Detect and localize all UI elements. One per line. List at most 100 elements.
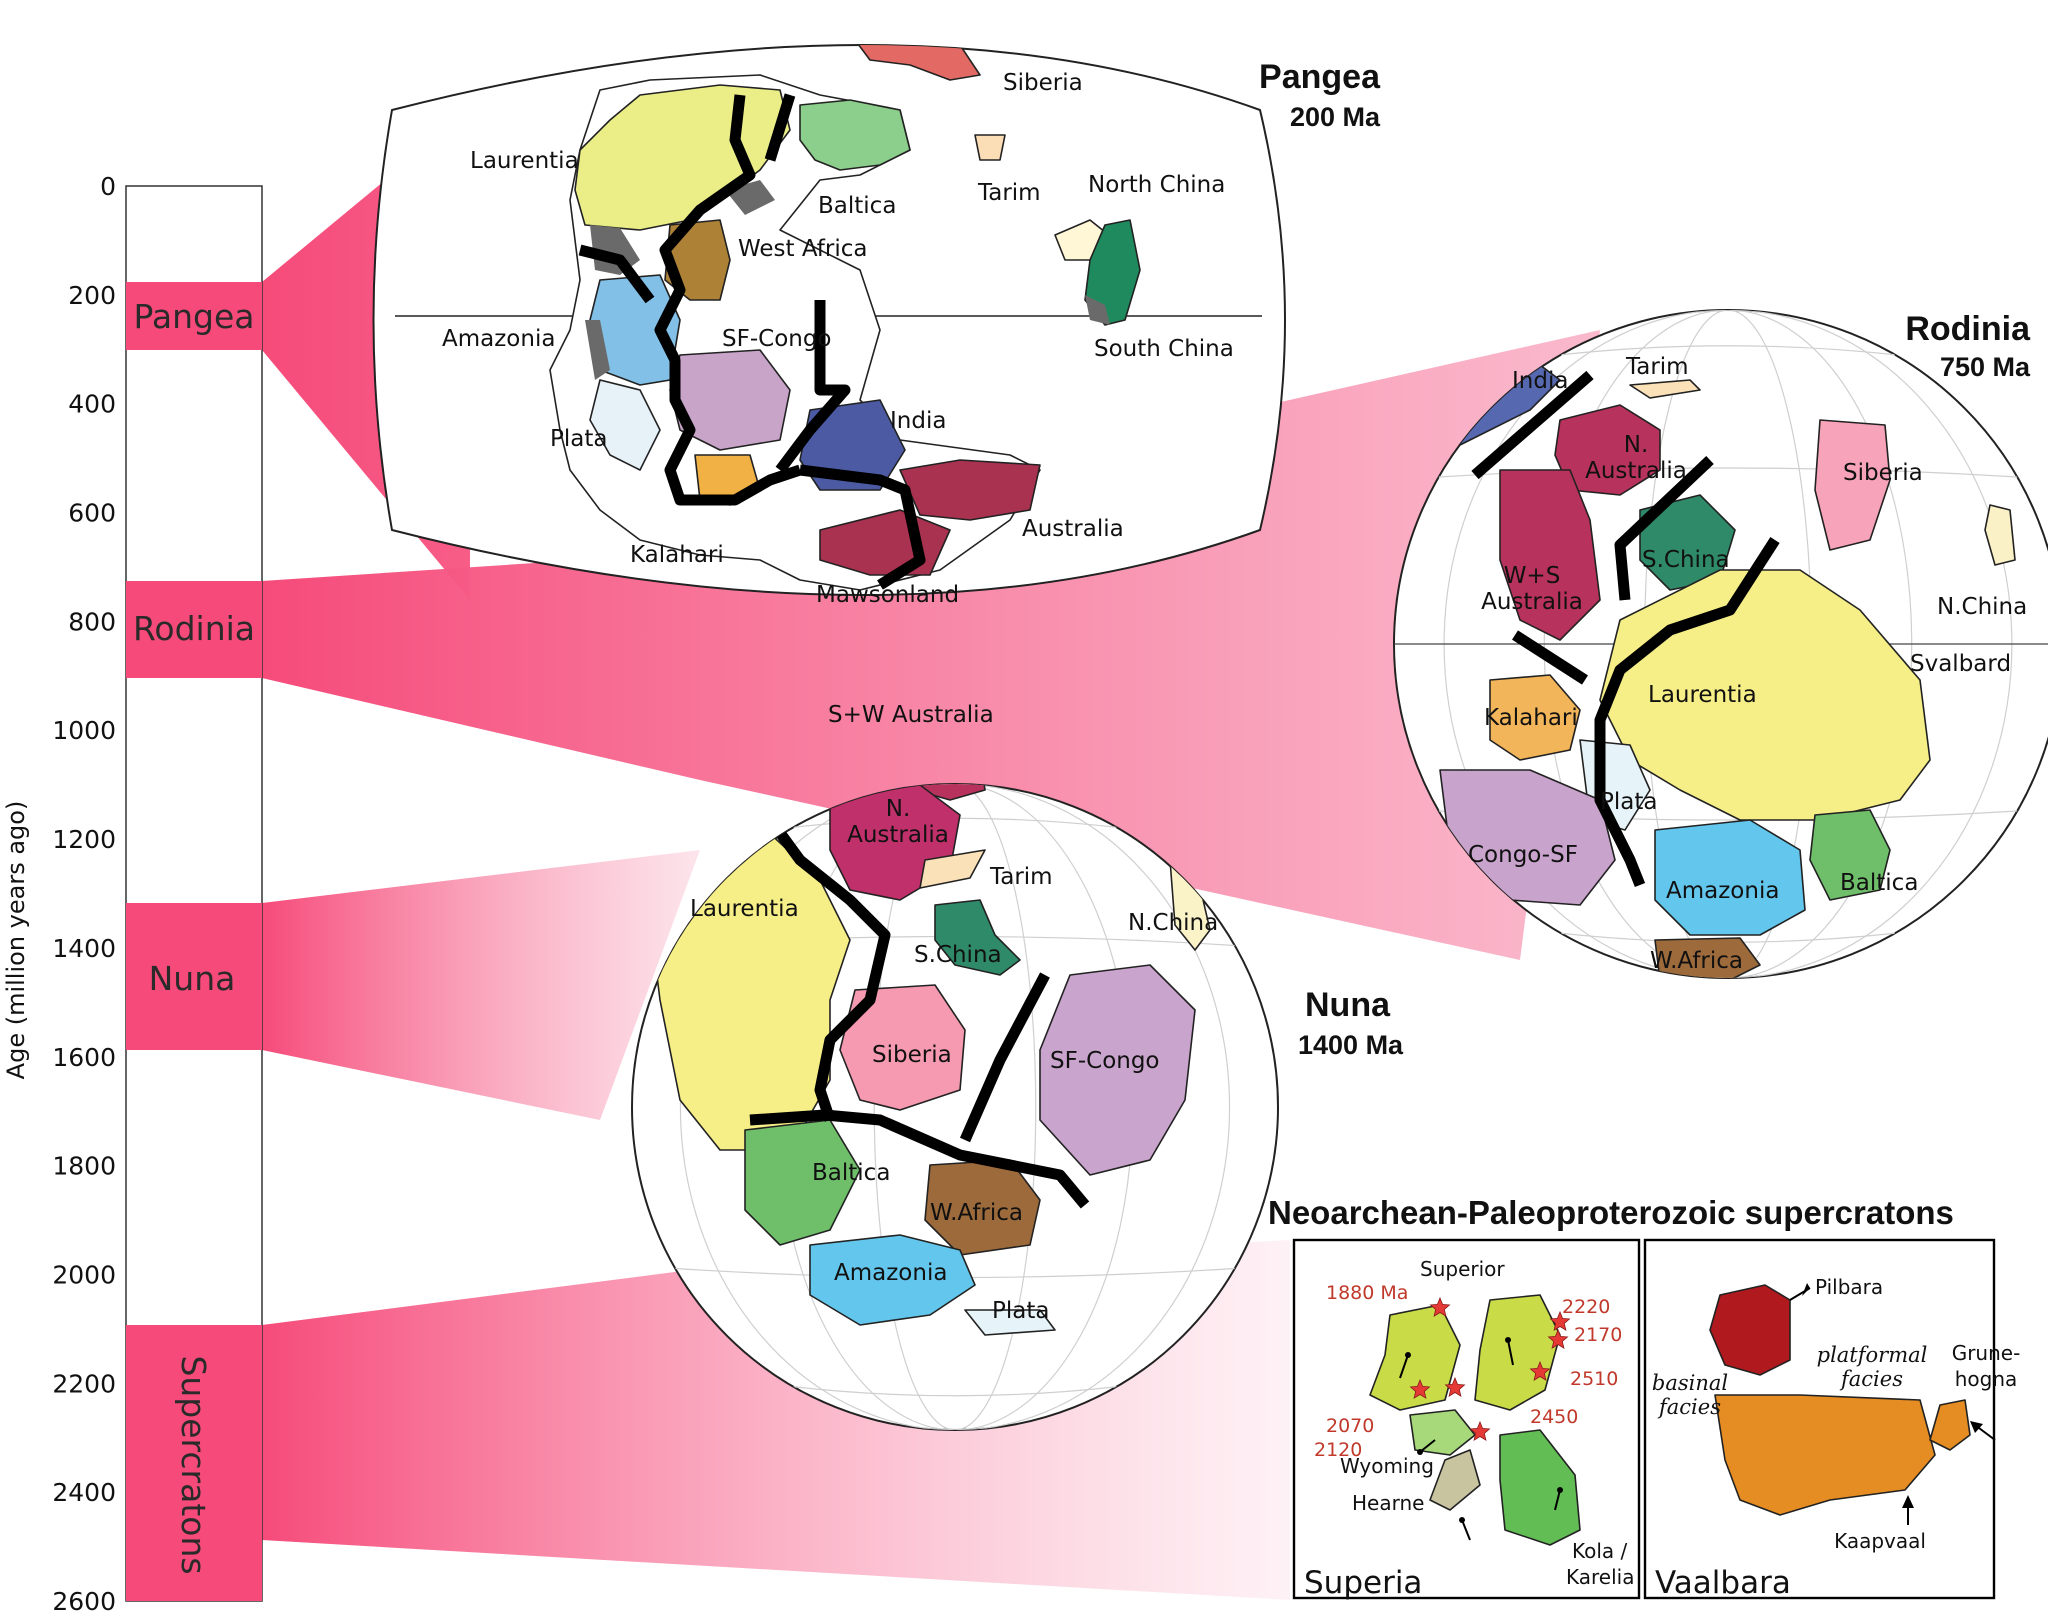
band-label-supercratons: Supercratons xyxy=(174,1355,213,1574)
star-icon xyxy=(1549,1310,1571,1331)
tick-label: 2400 xyxy=(52,1478,116,1507)
tick-label: 1200 xyxy=(52,825,116,854)
arrow-icon xyxy=(1461,1519,1471,1541)
neoarchean-panel: Neoarchean-Paleoproterozoic supercratons… xyxy=(1268,1194,2020,1601)
nuna-age: 1400 Ma xyxy=(1298,1030,1404,1060)
tick-label: 600 xyxy=(68,499,116,528)
timeline: 0200400600800100012001400160018002000220… xyxy=(2,172,263,1616)
star-icon xyxy=(1429,1296,1451,1317)
nuna-label: Baltica xyxy=(812,1160,890,1186)
superia-age: 2450 xyxy=(1530,1406,1578,1428)
rodinia-label: Congo-SF xyxy=(1468,842,1578,868)
tick-label: 200 xyxy=(68,281,116,310)
latitude-line xyxy=(793,1386,1117,1397)
superia-age-markers xyxy=(1399,1296,1571,1541)
superia-age: 2120 xyxy=(1314,1439,1362,1461)
rodinia-label: Tarim xyxy=(1625,354,1689,380)
pangea-label: Siberia xyxy=(1003,70,1083,96)
superia-label: Superior xyxy=(1420,1257,1505,1281)
superia-name: Superia xyxy=(1304,1565,1422,1601)
nuna-label: Plata xyxy=(992,1298,1049,1324)
rodinia-label: W+S xyxy=(1504,563,1561,589)
tick-label: 2600 xyxy=(52,1587,116,1616)
arrow-head-icon xyxy=(1557,1487,1563,1493)
longitude-line xyxy=(873,784,1037,1430)
nuna-label: N. xyxy=(886,796,911,822)
nuna-label: S+W Australia xyxy=(828,702,994,728)
band-pangea xyxy=(126,282,262,350)
rodinia-label: W.Africa xyxy=(1650,948,1743,974)
rodinia-label: Australia xyxy=(1585,458,1687,484)
tick-label: 1000 xyxy=(52,716,116,745)
star-icon xyxy=(1409,1378,1431,1399)
pangea-label: Mawsonland xyxy=(816,582,959,608)
pangea-label: Tarim xyxy=(977,180,1041,206)
star-icon xyxy=(1444,1376,1466,1397)
vaalbara-box: PilbaraGrune-hognaKaapvaalplatformalfaci… xyxy=(1643,1238,2020,1601)
superia-label: Kola / xyxy=(1572,1539,1628,1563)
rodinia-title: Rodinia xyxy=(1905,310,2031,348)
superia-age: 2170 xyxy=(1574,1324,1622,1346)
tick-label: 1800 xyxy=(52,1152,116,1181)
arrow-icon xyxy=(1554,1489,1561,1511)
star-icon xyxy=(1529,1360,1551,1381)
arrow-head-icon xyxy=(1405,1352,1411,1358)
vaalbara-label: hogna xyxy=(1955,1367,2018,1391)
pangea-label: South China xyxy=(1094,336,1234,362)
vaalbara-labels: PilbaraGrune-hognaKaapvaalplatformalfaci… xyxy=(1652,1275,2020,1553)
band-label-pangea: Pangea xyxy=(133,297,254,336)
rodinia-label: India xyxy=(1512,368,1568,394)
vaalbara-facies: basinal xyxy=(1652,1371,1728,1395)
pangea-label: Kalahari xyxy=(630,542,724,568)
tick-label: 1600 xyxy=(52,1043,116,1072)
superia-age: 1880 Ma xyxy=(1326,1282,1408,1304)
pangea-age: 200 Ma xyxy=(1290,102,1381,132)
arrow-icon xyxy=(1419,1439,1436,1453)
nuna-globe: S+W AustraliaN.AustraliaTarimN.ChinaLaur… xyxy=(631,702,1404,1431)
rodinia-label: N.China xyxy=(1937,594,2027,620)
band-supercratons xyxy=(126,1325,262,1601)
vaalbara-facies: facies xyxy=(1657,1395,1721,1419)
nuna-label: Australia xyxy=(847,822,949,848)
band-rodinia xyxy=(126,581,262,678)
tick-label: 800 xyxy=(68,607,116,636)
axis-title: Age (million years ago) xyxy=(2,801,30,1080)
superia-age: 2070 xyxy=(1326,1415,1374,1437)
star-icon xyxy=(1547,1328,1569,1349)
superia-label: Wyoming xyxy=(1340,1454,1434,1478)
rodinia-label: Siberia xyxy=(1843,460,1923,486)
tick-label: 0 xyxy=(100,172,116,201)
tick-label: 400 xyxy=(68,390,116,419)
funnel-nuna xyxy=(262,850,700,1120)
latitude-line xyxy=(1560,345,1896,356)
rodinia-age: 750 Ma xyxy=(1940,352,2031,382)
arrow-head-icon xyxy=(1459,1517,1465,1523)
pangea-label: Baltica xyxy=(818,193,896,219)
rodinia-label: Laurentia xyxy=(1648,682,1757,708)
band-label-nuna: Nuna xyxy=(149,959,236,998)
nuna-label: W.Africa xyxy=(930,1200,1023,1226)
band-nuna xyxy=(126,903,262,1050)
rodinia-label: Australia xyxy=(1481,589,1583,615)
superia-age: 2510 xyxy=(1570,1368,1618,1390)
nuna-labels: S+W AustraliaN.AustraliaTarimN.ChinaLaur… xyxy=(690,702,1218,1324)
rodinia-label: Baltica xyxy=(1840,870,1918,896)
band-label-rodinia: Rodinia xyxy=(133,609,255,648)
vaalbara-facies: platformal xyxy=(1817,1343,1928,1367)
vaalbara-label: Kaapvaal xyxy=(1834,1529,1926,1553)
pangea-label: Plata xyxy=(550,426,607,452)
pangea-title: Pangea xyxy=(1259,58,1381,96)
tick-label: 1400 xyxy=(52,934,116,963)
pangea-label: Amazonia xyxy=(442,326,555,352)
rodinia-label: S.China xyxy=(1642,547,1730,573)
vaalbara-arrows xyxy=(1789,1283,1996,1525)
pangea-label: Laurentia xyxy=(470,148,579,174)
arrow-icon xyxy=(1399,1354,1409,1379)
nuna-label: Amazonia xyxy=(834,1260,947,1286)
pangea-label: Australia xyxy=(1022,516,1124,542)
